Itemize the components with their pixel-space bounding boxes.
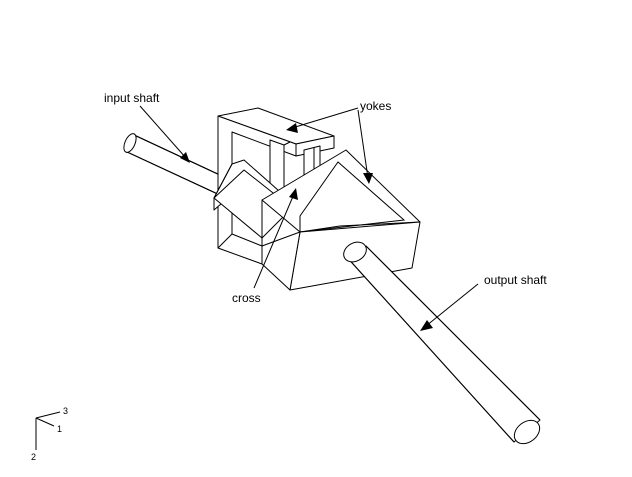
input-shaft-arrow	[139, 105, 190, 163]
label-output-shaft: output shaft	[484, 273, 547, 287]
triad-label-3: 3	[63, 406, 68, 416]
label-input-shaft: input shaft	[104, 91, 160, 105]
output-yoke	[261, 149, 421, 291]
yokes-arrow-top	[286, 107, 359, 133]
coordinate-triad: 3 1 2	[31, 406, 68, 462]
triad-label-2: 2	[31, 452, 36, 462]
triad-axis-1-line	[35, 417, 55, 427]
triad-axis-3-line	[35, 411, 61, 419]
triad-label-1: 1	[57, 424, 62, 434]
input-shaft	[123, 133, 223, 197]
cross-arrow	[253, 188, 298, 289]
label-cross: cross	[232, 291, 261, 305]
label-yokes: yokes	[360, 99, 391, 113]
output-shaft-arrow	[420, 283, 479, 331]
yokes-arrow-bottom	[357, 109, 373, 184]
output-shaft	[343, 241, 541, 445]
